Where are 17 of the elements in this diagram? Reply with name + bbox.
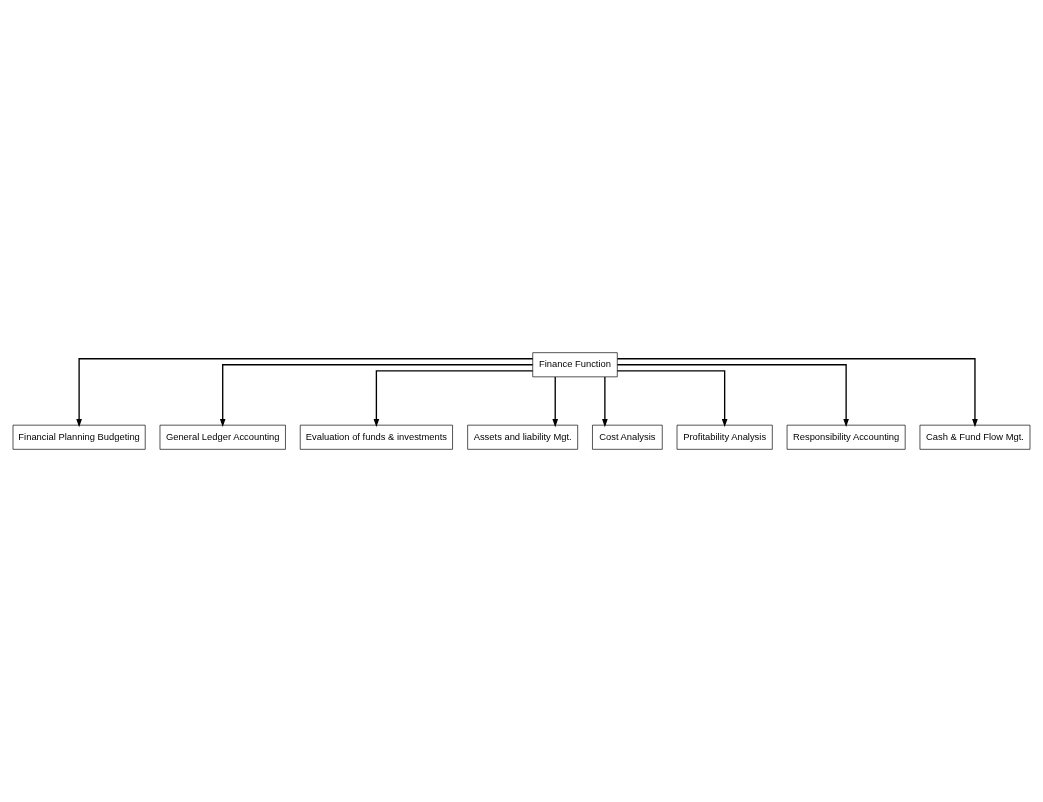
node-box: Assets and liability Mgt.	[467, 424, 579, 450]
node-box: Evaluation of funds & investments	[299, 424, 453, 450]
arrow	[616, 358, 978, 428]
arrow	[76, 358, 534, 428]
node-box: Finance Function	[532, 352, 618, 378]
node-box: Cost Analysis	[592, 424, 663, 450]
arrow	[552, 376, 559, 428]
node-box: Financial Planning Budgeting	[12, 424, 146, 450]
arrow	[219, 364, 534, 427]
node-box: Responsibility Accounting	[786, 424, 906, 450]
arrow	[616, 370, 728, 428]
node-box: Profitability Analysis	[676, 424, 773, 450]
arrow	[602, 376, 608, 428]
arrow	[373, 370, 534, 428]
arrow	[616, 364, 849, 427]
node-box: Cash & Fund Flow Mgt.	[919, 424, 1031, 450]
node-box: General Ledger Accounting	[159, 424, 286, 450]
